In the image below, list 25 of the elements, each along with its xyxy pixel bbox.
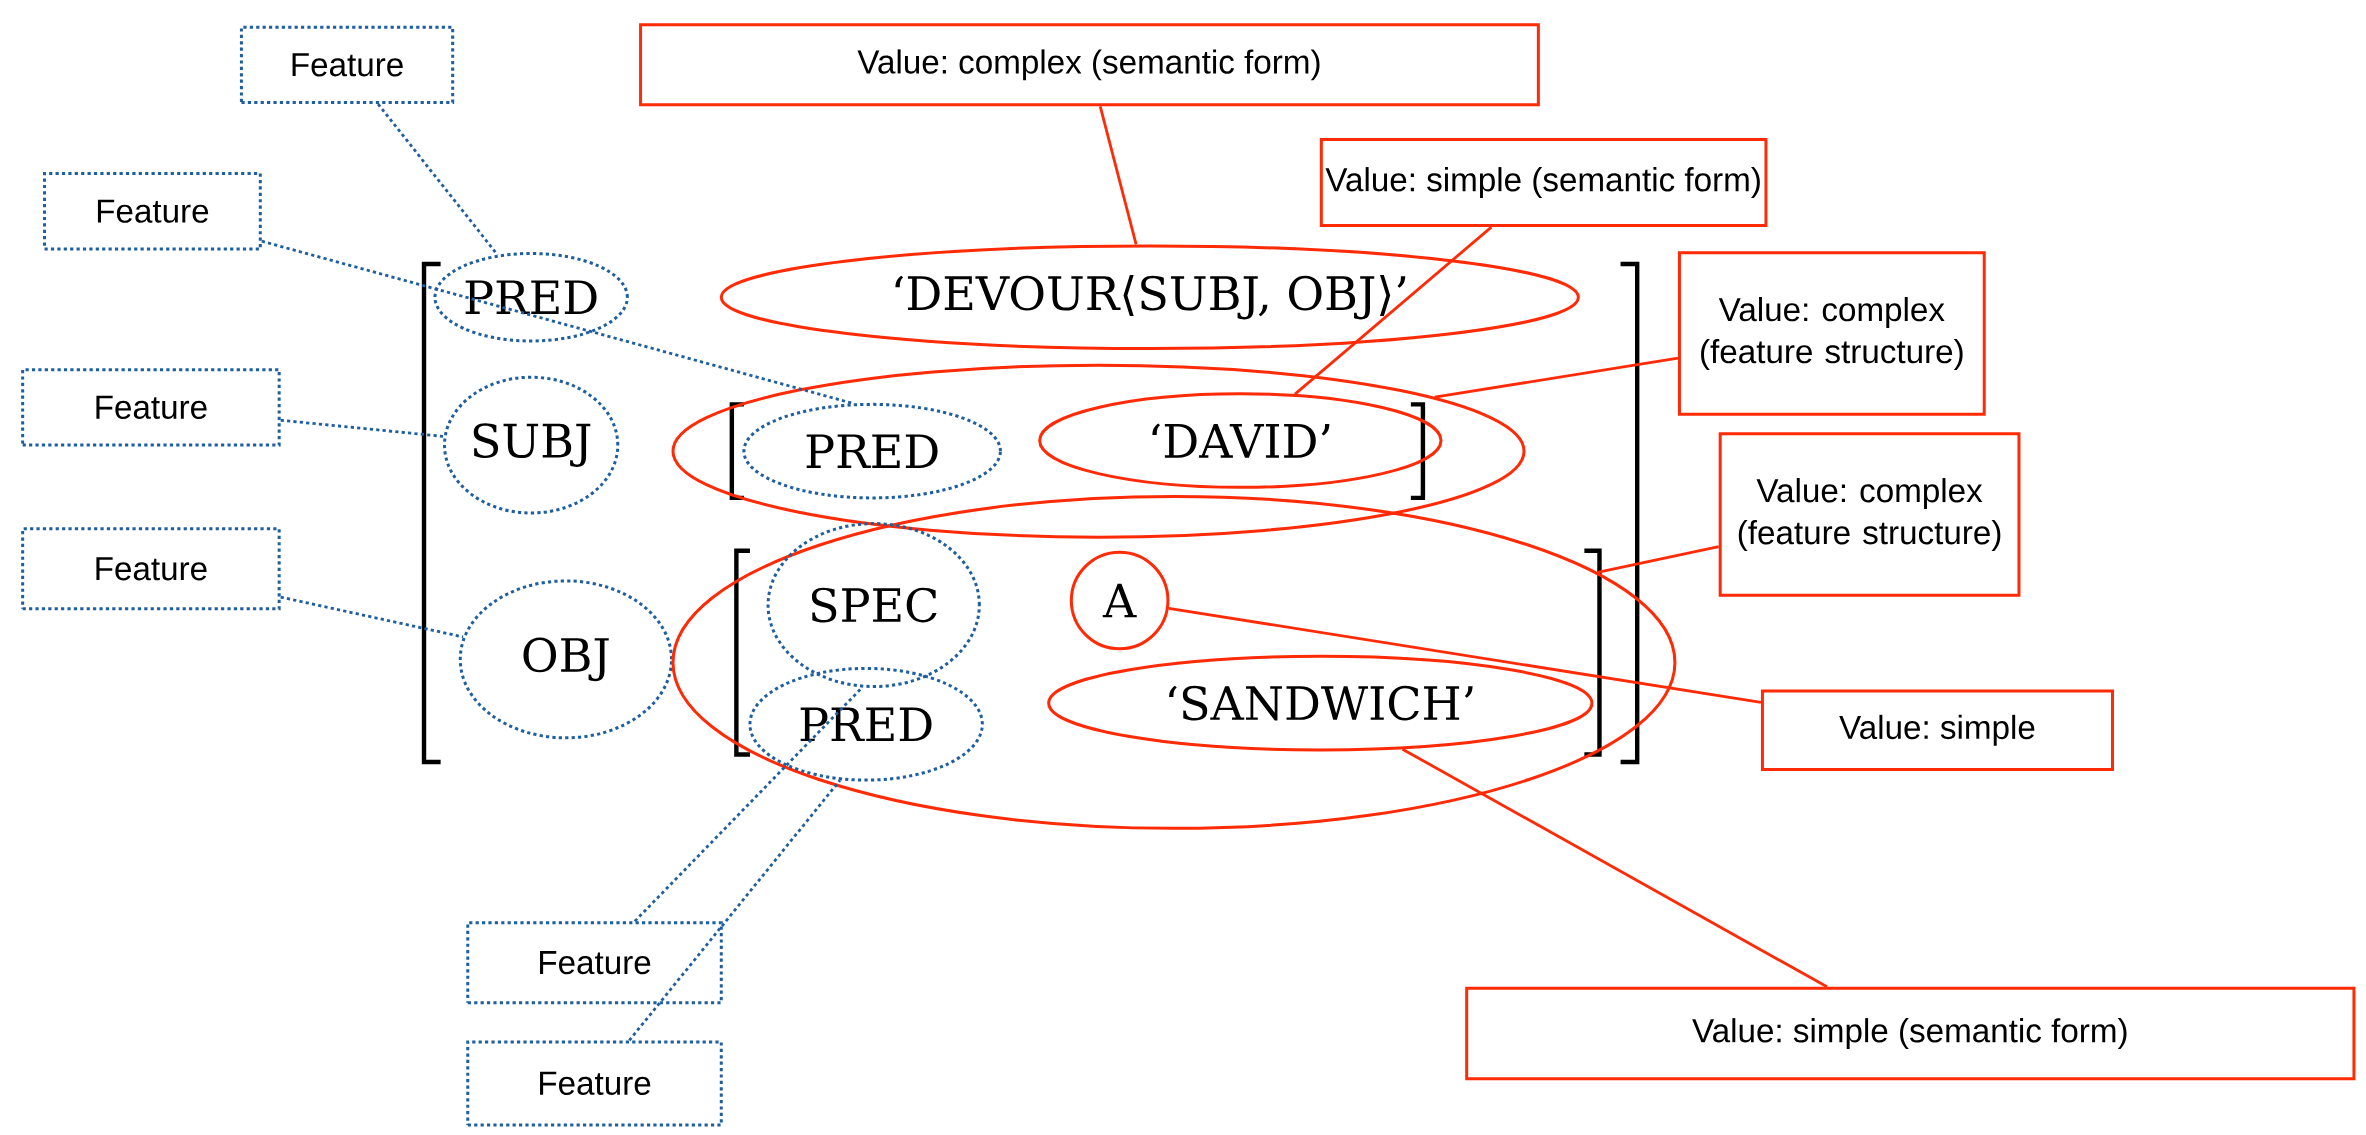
value-box: Value: simple (semantic form) xyxy=(1465,987,2356,1081)
value-ellipse xyxy=(671,363,1526,539)
feature-box: Feature xyxy=(239,25,455,105)
leader-line xyxy=(377,103,499,256)
value-box: Value: complex (feature structure) xyxy=(1718,432,2021,597)
leader-line xyxy=(1098,106,1138,245)
feature-box: Feature xyxy=(21,368,281,447)
leader-line xyxy=(1168,607,1762,704)
leader-line xyxy=(1434,356,1679,399)
feature-box: Feature xyxy=(466,1040,723,1127)
value-box: Value: simple xyxy=(1760,689,2114,772)
feature-box: Feature xyxy=(43,172,262,251)
feature-box: Feature xyxy=(21,527,281,611)
leader-line xyxy=(1597,545,1719,574)
leader-line xyxy=(1401,748,1828,989)
feature-box: Feature xyxy=(466,921,723,1005)
value-box: Value: simple (semantic form) xyxy=(1319,138,1768,228)
leader-line xyxy=(1294,226,1493,396)
leader-line xyxy=(628,779,842,1042)
value-box: Value: complex (feature structure) xyxy=(1677,251,1986,416)
leader-line xyxy=(280,595,464,639)
value-ellipse xyxy=(671,495,1677,831)
value-box: Value: complex (semantic form) xyxy=(639,23,1540,107)
leader-line xyxy=(633,686,864,923)
leader-line xyxy=(280,419,444,438)
